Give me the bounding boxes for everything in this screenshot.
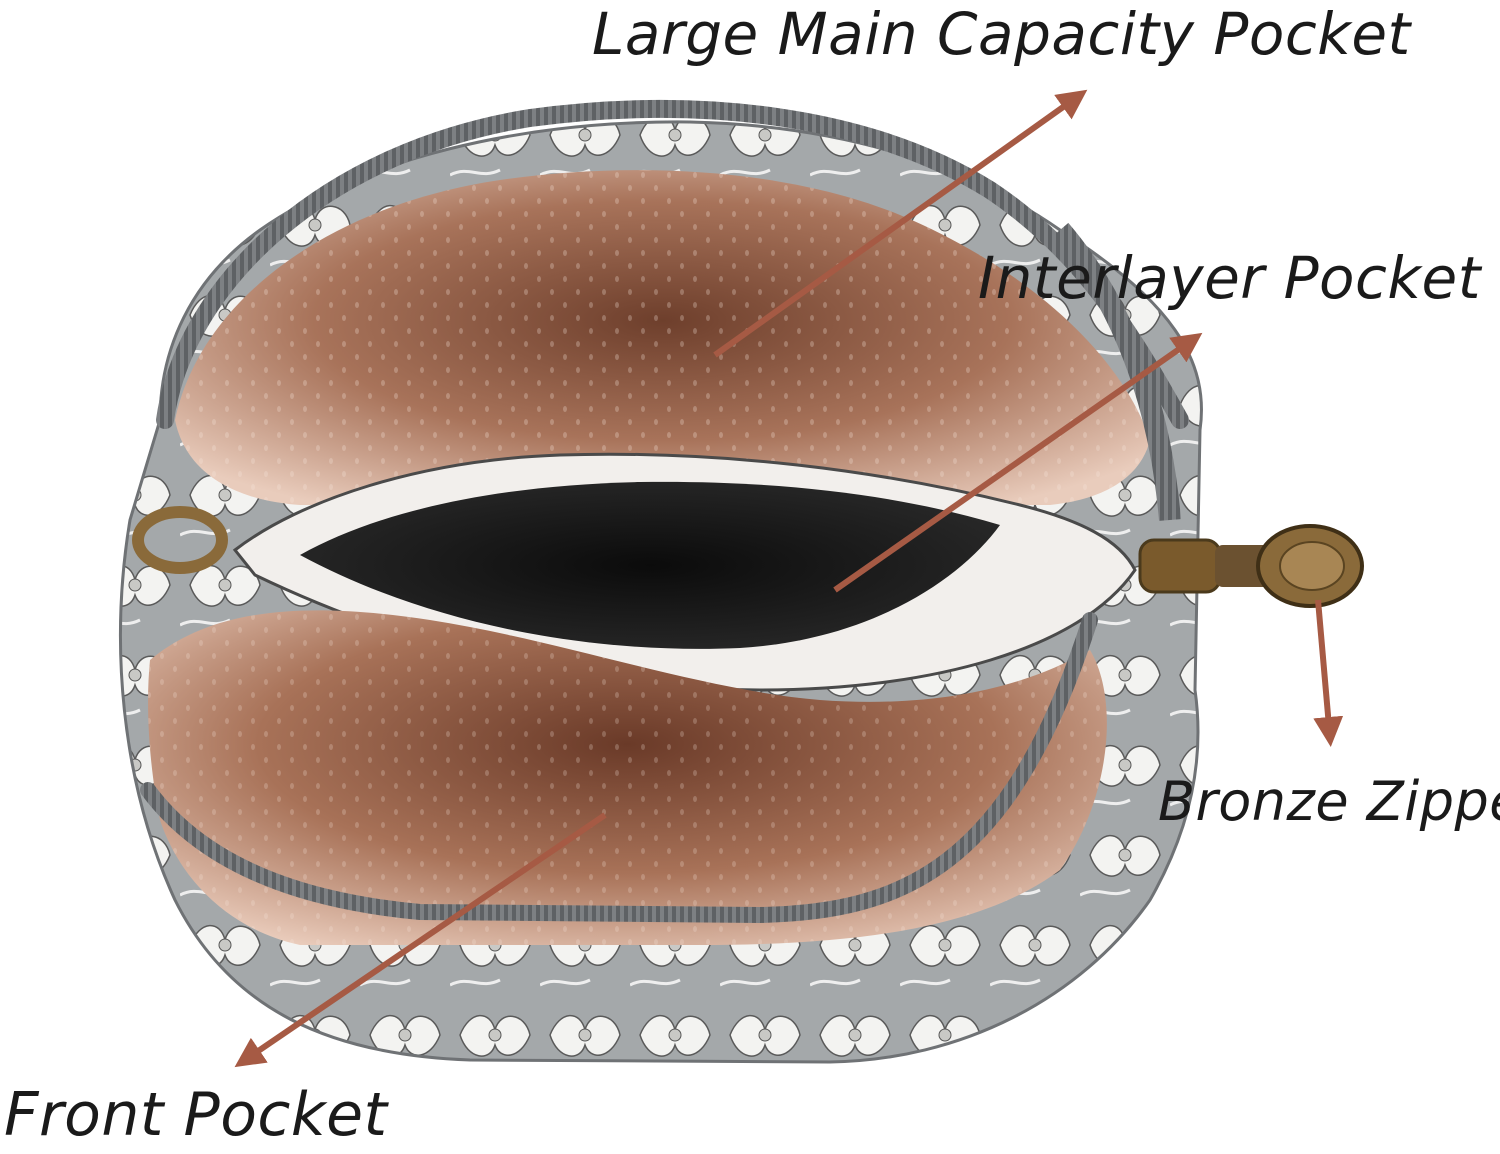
interlayer-pocket-arrow [833, 332, 1203, 593]
front-pocket-arrow [234, 812, 607, 1068]
main-pocket-arrow [713, 89, 1088, 358]
main-pocket-label: Large Main Capacity Pocket [592, 0, 1411, 68]
interlayer-pocket-label: Interlayer Pocket [978, 244, 1481, 312]
zipper-arrow [1313, 599, 1344, 747]
bronze-zipper-label: Bronze Zipper [1158, 770, 1500, 833]
bronze-ring [132, 506, 228, 574]
interlayer-pocket-interior [300, 481, 1000, 649]
front-pocket-label: Front Pocket [4, 1080, 388, 1150]
front-zipper [140, 612, 1098, 924]
bronze-zipper-pull [1138, 524, 1364, 608]
